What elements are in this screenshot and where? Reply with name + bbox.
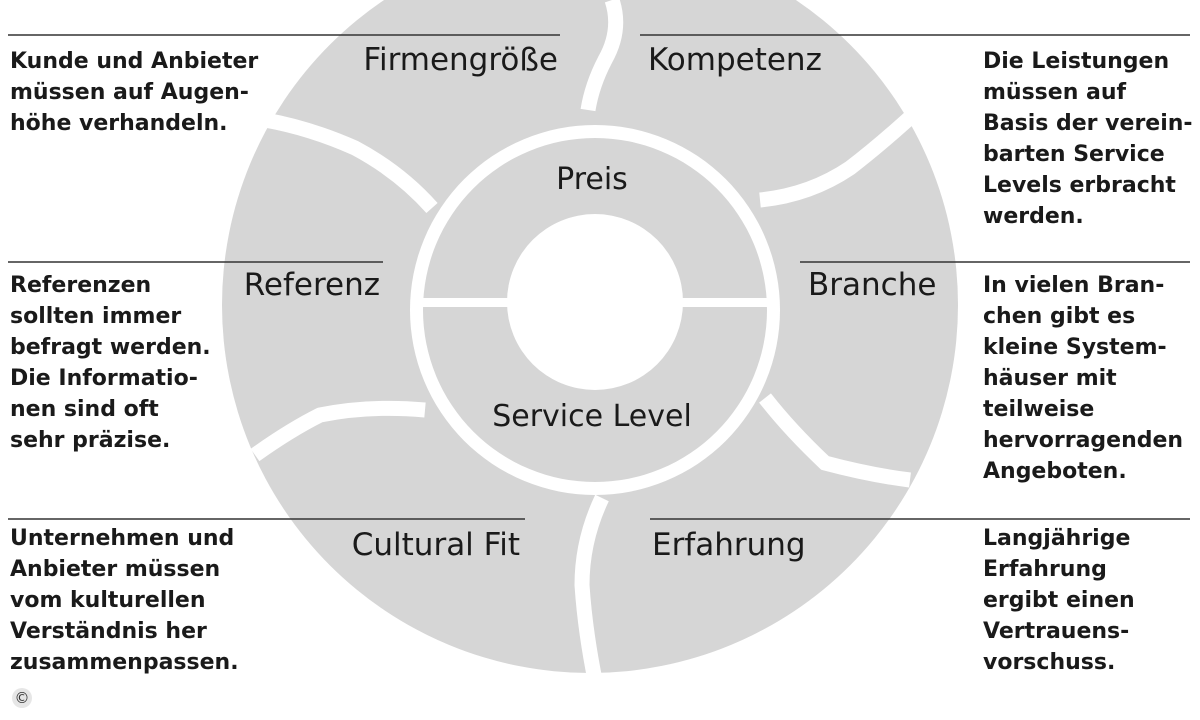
description-cultural-fit: Unternehmen und Anbieter müssen vom kult… xyxy=(10,526,239,675)
description-referenz: Referenzen sollten immer befragt werden.… xyxy=(10,273,211,453)
inner-label-preis: Preis xyxy=(556,162,628,197)
description-firmengroesse: Kunde und Anbieter müssen auf Augen- höh… xyxy=(10,49,259,136)
segment-label-branche: Branche xyxy=(808,267,936,303)
segment-label-kompetenz: Kompetenz xyxy=(648,42,822,78)
center-hole xyxy=(507,214,683,390)
inner-label-service-level: Service Level xyxy=(492,399,692,434)
copyright-icon: © xyxy=(12,688,32,708)
segment-label-cultural-fit: Cultural Fit xyxy=(352,527,520,563)
description-erfahrung: Langjährige Erfahrung ergibt einen Vertr… xyxy=(983,526,1135,675)
divider-upper-right xyxy=(759,107,921,208)
divider-top xyxy=(580,0,624,112)
segment-label-erfahrung: Erfahrung xyxy=(652,527,806,563)
segment-label-firmengroesse: Firmengröße xyxy=(363,42,558,78)
divider-bottom xyxy=(574,494,609,682)
callout-rules xyxy=(8,34,1190,520)
divider-lower-left xyxy=(250,400,426,462)
description-kompetenz: Die Leistungen müssen auf Basis der vere… xyxy=(983,49,1193,229)
divider-upper-left xyxy=(263,112,438,214)
divider-lower-right xyxy=(759,393,911,488)
segment-dividers xyxy=(250,0,921,682)
segment-label-referenz: Referenz xyxy=(244,267,380,303)
description-branche: In vielen Bran- chen gibt es kleine Syst… xyxy=(983,273,1184,484)
